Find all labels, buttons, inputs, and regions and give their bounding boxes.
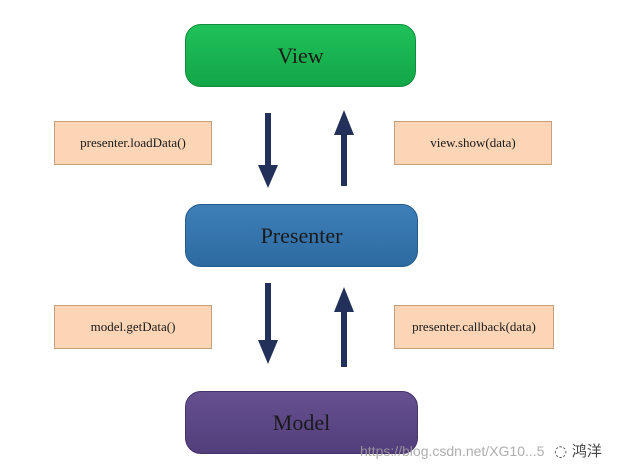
model-node: Model: [185, 391, 418, 454]
arrow-view-to-presenter: [258, 113, 278, 188]
presenter-node-label: Presenter: [260, 222, 343, 248]
presenter-node: Presenter: [185, 204, 418, 267]
brand-mark: ◌ 鸿洋: [554, 440, 602, 461]
view-show-data-text: view.show(data): [430, 135, 516, 150]
view-show-data-label: view.show(data): [394, 121, 552, 165]
view-node-label: View: [277, 42, 324, 68]
view-node: View: [185, 24, 416, 87]
arrow-presenter-to-model: [258, 283, 278, 364]
model-node-label: Model: [272, 409, 331, 435]
wechat-icon: ◌: [554, 442, 568, 460]
watermark-url: https://blog.csdn.net/XG10...5: [360, 443, 545, 459]
presenter-load-data-label: presenter.loadData(): [54, 121, 212, 165]
model-get-data-text: model.getData(): [90, 319, 176, 334]
brand-name: 鸿洋: [571, 442, 602, 460]
arrow-presenter-to-view: [334, 110, 354, 186]
model-get-data-label: model.getData(): [54, 305, 212, 349]
presenter-callback-data-label: presenter.callback(data): [394, 305, 554, 349]
presenter-callback-data-text: presenter.callback(data): [412, 319, 536, 334]
presenter-load-data-text: presenter.loadData(): [80, 135, 186, 150]
arrow-model-to-presenter: [334, 287, 354, 367]
